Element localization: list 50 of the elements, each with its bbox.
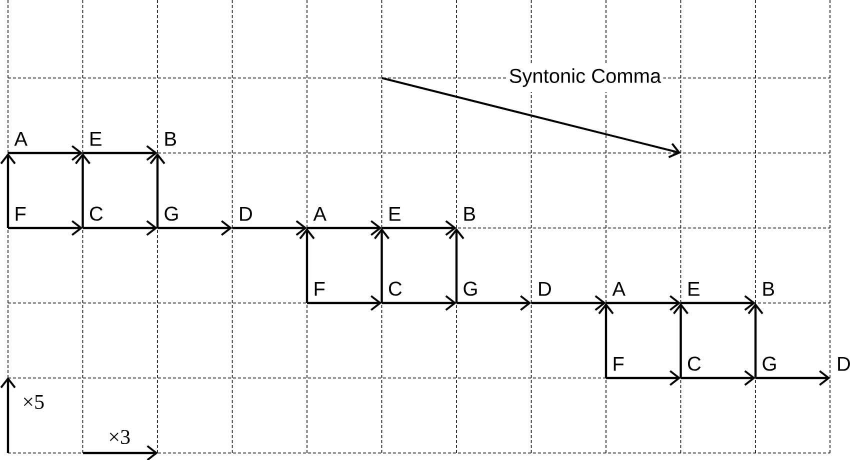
- arrow: [158, 220, 232, 236]
- arrow: [448, 228, 464, 303]
- arrow: [382, 295, 456, 311]
- note-label: D: [539, 282, 551, 296]
- note-label: D: [838, 357, 850, 371]
- arrow: [299, 228, 315, 303]
- arrow: [307, 220, 382, 236]
- arrow: [748, 303, 764, 378]
- arrow: [531, 295, 606, 311]
- factor-label: ×5: [24, 395, 44, 409]
- arrow: [606, 370, 681, 386]
- note-label: B: [464, 207, 475, 221]
- arrow: [456, 295, 532, 311]
- factor-label: ×3: [110, 430, 130, 444]
- note-label: F: [16, 207, 26, 221]
- arrow: [756, 370, 830, 386]
- note-label: E: [688, 282, 700, 296]
- note-label: C: [688, 356, 701, 371]
- note-label: A: [313, 207, 326, 221]
- note-label: F: [314, 282, 325, 296]
- note-label: A: [612, 282, 626, 296]
- arrow: [382, 220, 456, 236]
- arrow: [0, 153, 16, 228]
- note-label: A: [14, 132, 28, 146]
- arrow: [8, 145, 83, 161]
- arrow: [82, 220, 158, 236]
- arrow: [232, 220, 307, 236]
- note-label: F: [614, 357, 624, 371]
- arrow: [598, 303, 614, 378]
- arrow: [606, 295, 681, 311]
- arrow: [680, 370, 756, 386]
- note-label: E: [390, 207, 400, 221]
- note-label: C: [388, 282, 402, 296]
- note-label: G: [464, 282, 477, 296]
- arrow: [680, 295, 756, 311]
- note-label: D: [240, 207, 252, 221]
- arrow: [374, 228, 390, 303]
- arrow: [672, 303, 689, 378]
- arrow: [307, 295, 382, 311]
- note-label: G: [762, 356, 776, 371]
- note-label: B: [763, 282, 774, 296]
- arrow: [82, 145, 158, 161]
- comma-label: Syntonic Comma: [506, 64, 664, 92]
- arrow: [8, 220, 83, 236]
- note-label: B: [165, 132, 176, 146]
- arrow: [150, 153, 166, 228]
- arrow: [74, 153, 91, 228]
- note-label: C: [90, 206, 103, 221]
- note-label: E: [90, 132, 102, 146]
- note-label: G: [164, 206, 178, 221]
